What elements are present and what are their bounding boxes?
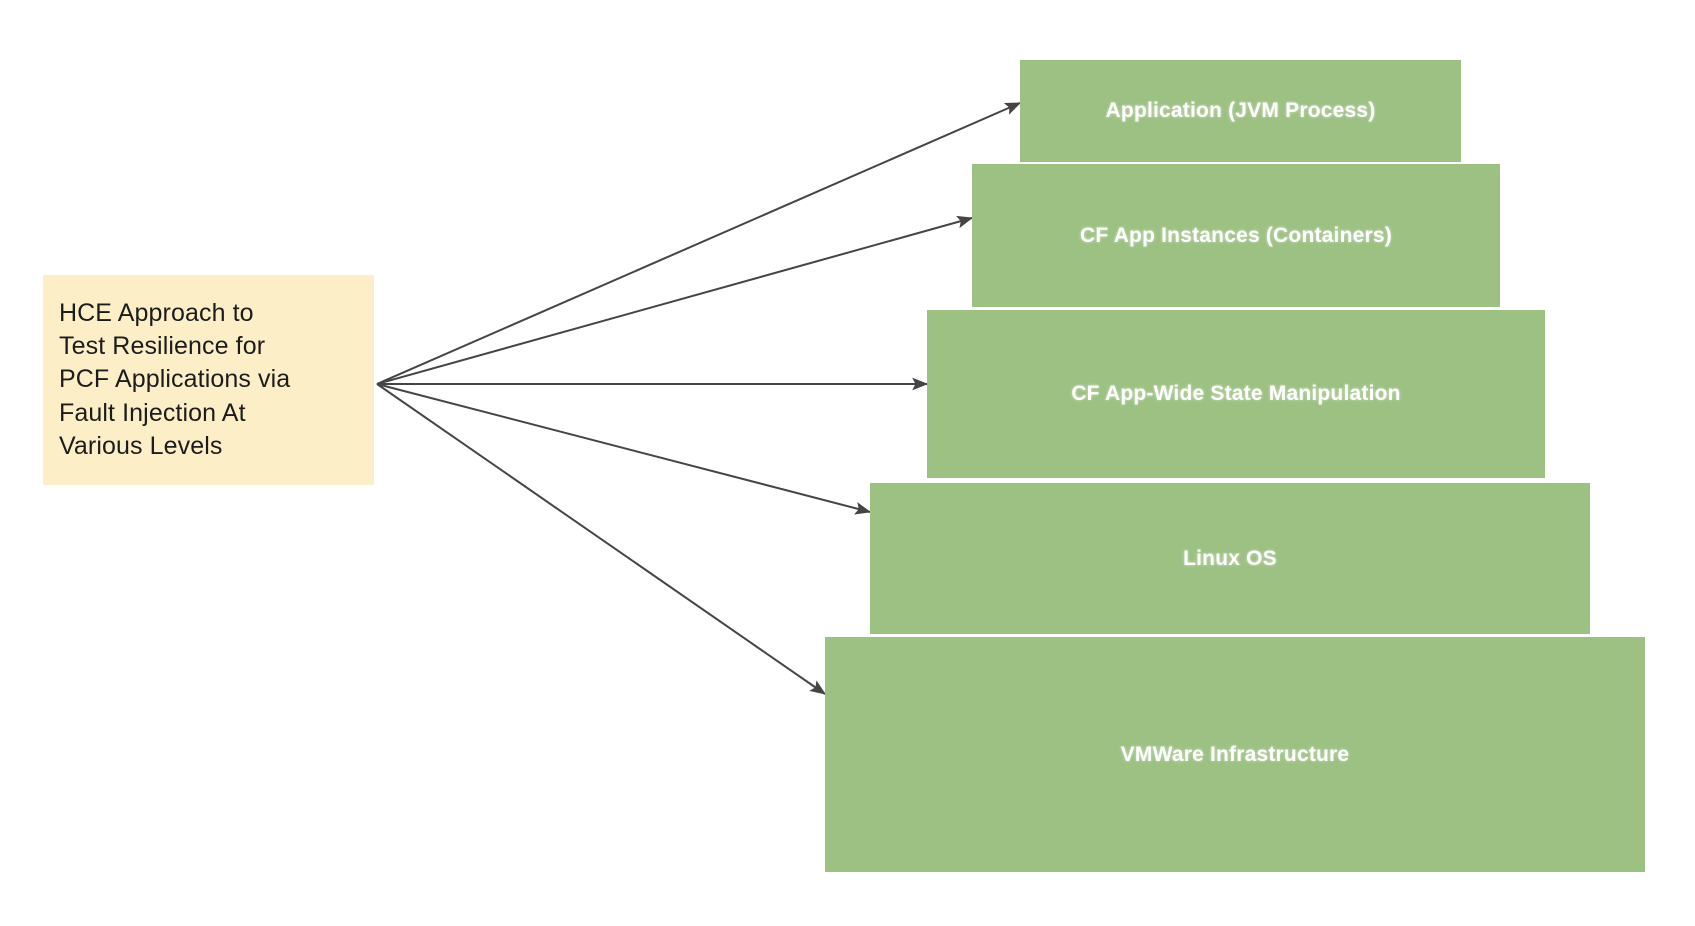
layer-label-cf-app-instances: CF App Instances (Containers)	[1080, 223, 1392, 247]
layer-box-application[interactable]: Application (JVM Process)	[1020, 60, 1461, 162]
connector-arrow-2	[376, 215, 974, 385]
connector-arrow-4	[376, 383, 872, 515]
layer-box-cf-app-wide-state[interactable]: CF App-Wide State Manipulation	[927, 310, 1545, 478]
layer-label-cf-app-wide-state: CF App-Wide State Manipulation	[1071, 382, 1401, 405]
layer-label-linux-os: Linux OS	[1183, 546, 1277, 570]
source-note-box[interactable]: HCE Approach to Test Resilience for PCF …	[43, 275, 374, 485]
layer-box-vmware-infrastructure[interactable]: VMWare Infrastructure	[825, 637, 1645, 872]
source-note-text: HCE Approach to Test Resilience for PCF …	[59, 298, 291, 460]
layer-label-vmware-infrastructure: VMWare Infrastructure	[1120, 742, 1350, 766]
layer-box-linux-os[interactable]: Linux OS	[870, 483, 1590, 634]
connector-arrow-5	[376, 383, 826, 695]
layer-label-application: Application (JVM Process)	[1105, 99, 1376, 122]
layer-box-cf-app-instances[interactable]: CF App Instances (Containers)	[972, 164, 1500, 307]
connector-arrow-1	[376, 102, 1022, 385]
